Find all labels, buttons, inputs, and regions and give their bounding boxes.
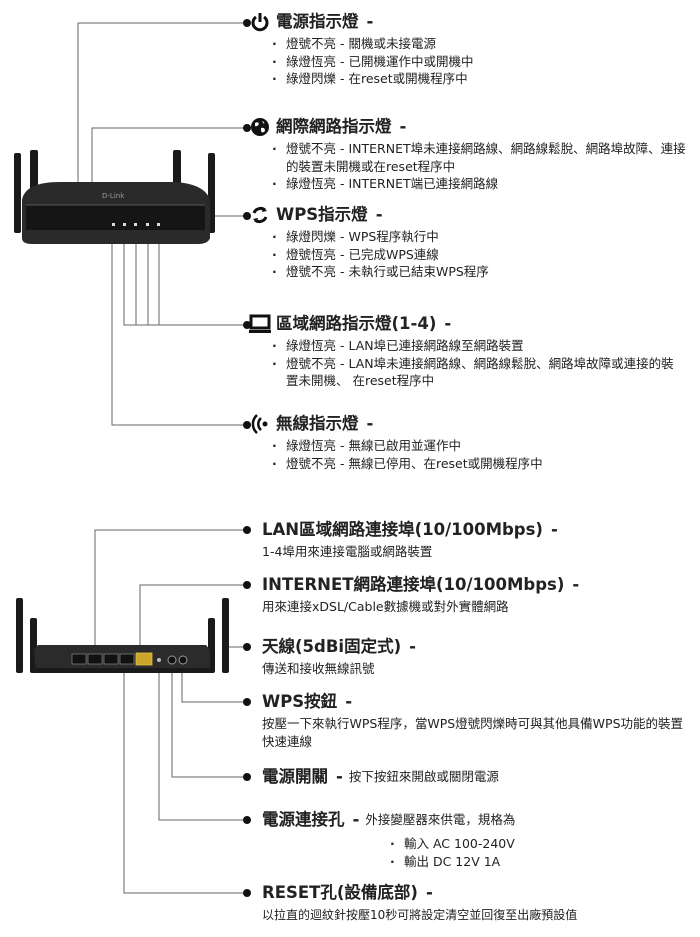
connector-dot [243, 773, 251, 781]
router-front-illustration: D-Link [14, 150, 215, 244]
title-dash: - [550, 520, 558, 539]
connector-dot [243, 698, 251, 706]
title-dash: - [366, 12, 374, 31]
port-internet-section: INTERNET網路連接埠(10/100Mbps) - 用來連接xDSL/Cab… [262, 574, 700, 616]
connector-dot [243, 581, 251, 589]
connector-dot [243, 421, 251, 429]
wps-button-section: WPS按鈕 - 按壓一下來執行WPS程序，當WPS燈號閃爍時可與其他具備WPS功… [262, 691, 687, 751]
list-item: 輸入 AC 100-240V [390, 835, 604, 853]
list-item: 輸出 DC 12V 1A [390, 853, 604, 871]
list-item: 燈號不亮 - INTERNET埠未連接網路線、網路線鬆脫、網路埠故障、連接的裝置… [272, 140, 686, 175]
antenna-title: 天線(5dBi固定式) [262, 637, 402, 656]
led-lan-section: 區域網路指示燈(1-4) - 綠燈恆亮 - LAN埠已連接網路線至網路裝置 燈號… [248, 313, 686, 390]
led-power-title: 電源指示燈 [276, 12, 359, 31]
list-item: 燈號不亮 - 無線已停用、在reset或開機程序中 [272, 455, 686, 473]
list-item: 綠燈閃爍 - 在reset或開機程序中 [272, 70, 686, 88]
title-dash: - [352, 810, 360, 829]
title-dash: - [399, 117, 407, 136]
reset-section: RESET孔(設備底部) - 以拉直的迴紋針按壓10秒可將設定清空並回復至出廠預… [262, 882, 698, 924]
connector-dot [243, 124, 251, 132]
power-switch-section: 電源開關 - 按下按鈕來開啟或關閉電源 [262, 766, 499, 788]
title-dash: - [345, 692, 353, 711]
title-dash: - [425, 883, 433, 902]
title-dash: - [444, 314, 452, 333]
power-switch-title: 電源開關 [262, 767, 328, 786]
power-jack-desc: 外接變壓器來供電，規格為 [365, 812, 516, 827]
list-item: 綠燈恆亮 - INTERNET端已連接網路線 [272, 175, 686, 193]
list-item: 綠燈恆亮 - LAN埠已連接網路線至網路裝置 [272, 337, 686, 355]
antenna-desc: 傳送和接收無線訊號 [262, 661, 375, 676]
port-internet-title: INTERNET網路連接埠(10/100Mbps) [262, 575, 565, 594]
list-item: 綠燈恆亮 - 無線已啟用並運作中 [272, 437, 686, 455]
led-wireless-section: 無線指示燈 - 綠燈恆亮 - 無線已啟用並運作中 燈號不亮 - 無線已停用、在r… [248, 413, 686, 472]
connector-dot [243, 526, 251, 534]
list-item: 綠燈閃爍 - WPS程序執行中 [272, 228, 686, 246]
led-wps-section: WPS指示燈 - 綠燈閃爍 - WPS程序執行中 燈號恆亮 - 已完成WPS連線… [248, 204, 686, 281]
led-power-section: 電源指示燈 - 燈號不亮 - 關機或未接電源 綠燈恆亮 - 已開機運作中或開機中… [248, 11, 686, 88]
power-jack-section: 電源連接孔 - 外接變壓器來供電，規格為 輸入 AC 100-240V 輸出 D… [262, 809, 604, 870]
port-lan-section: LAN區域網路連接埠(10/100Mbps) - 1-4埠用來連接電腦或網路裝置 [262, 519, 700, 561]
port-internet-desc: 用來連接xDSL/Cable數據機或對外實體網路 [262, 599, 509, 614]
list-item: 綠燈恆亮 - 已開機運作中或開機中 [272, 53, 686, 71]
power-switch-desc: 按下按鈕來開啟或關閉電源 [348, 769, 499, 784]
list-item: 燈號不亮 - 關機或未接電源 [272, 35, 686, 53]
antenna-section: 天線(5dBi固定式) - 傳送和接收無線訊號 [262, 636, 700, 678]
connector-dot [243, 212, 251, 220]
title-dash: - [572, 575, 580, 594]
router-brand: D-Link [102, 192, 125, 200]
reset-desc: 以拉直的迴紋針按壓10秒可將設定清空並回復至出廠預設值 [262, 908, 578, 922]
led-internet-section: 網際網路指示燈 - 燈號不亮 - INTERNET埠未連接網路線、網路線鬆脫、網… [248, 116, 686, 193]
list-item: 燈號恆亮 - 已完成WPS連線 [272, 246, 686, 264]
led-wps-title: WPS指示燈 [276, 205, 368, 224]
wps-icon [248, 204, 272, 226]
led-lan-title: 區域網路指示燈(1-4) [276, 314, 437, 333]
computer-icon [248, 313, 272, 335]
title-dash: - [366, 414, 374, 433]
wireless-icon [248, 413, 272, 435]
wps-button-title: WPS按鈕 [262, 692, 338, 711]
title-dash: - [336, 767, 343, 786]
connector-dot [243, 643, 251, 651]
connector-dot [243, 19, 251, 27]
connector-dot [243, 321, 251, 329]
led-internet-title: 網際網路指示燈 [276, 117, 392, 136]
list-item: 燈號不亮 - LAN埠未連接網路線、網路線鬆脫、網路埠故障或連接的裝置未開機、 … [272, 355, 686, 390]
power-icon [248, 11, 272, 33]
power-jack-title: 電源連接孔 [262, 810, 345, 829]
connector-dot [243, 816, 251, 824]
title-dash: - [375, 205, 383, 224]
port-lan-title: LAN區域網路連接埠(10/100Mbps) [262, 520, 543, 539]
list-item: 燈號不亮 - 未執行或已結束WPS程序 [272, 263, 686, 281]
reset-title: RESET孔(設備底部) [262, 883, 418, 902]
router-rear-illustration [16, 598, 229, 673]
connector-dot [243, 889, 251, 897]
port-lan-desc: 1-4埠用來連接電腦或網路裝置 [262, 544, 433, 559]
wps-button-desc: 按壓一下來執行WPS程序，當WPS燈號閃爍時可與其他具備WPS功能的裝置快速連線 [262, 716, 683, 749]
title-dash: - [409, 637, 416, 656]
led-wireless-title: 無線指示燈 [276, 414, 359, 433]
globe-icon [248, 116, 272, 138]
